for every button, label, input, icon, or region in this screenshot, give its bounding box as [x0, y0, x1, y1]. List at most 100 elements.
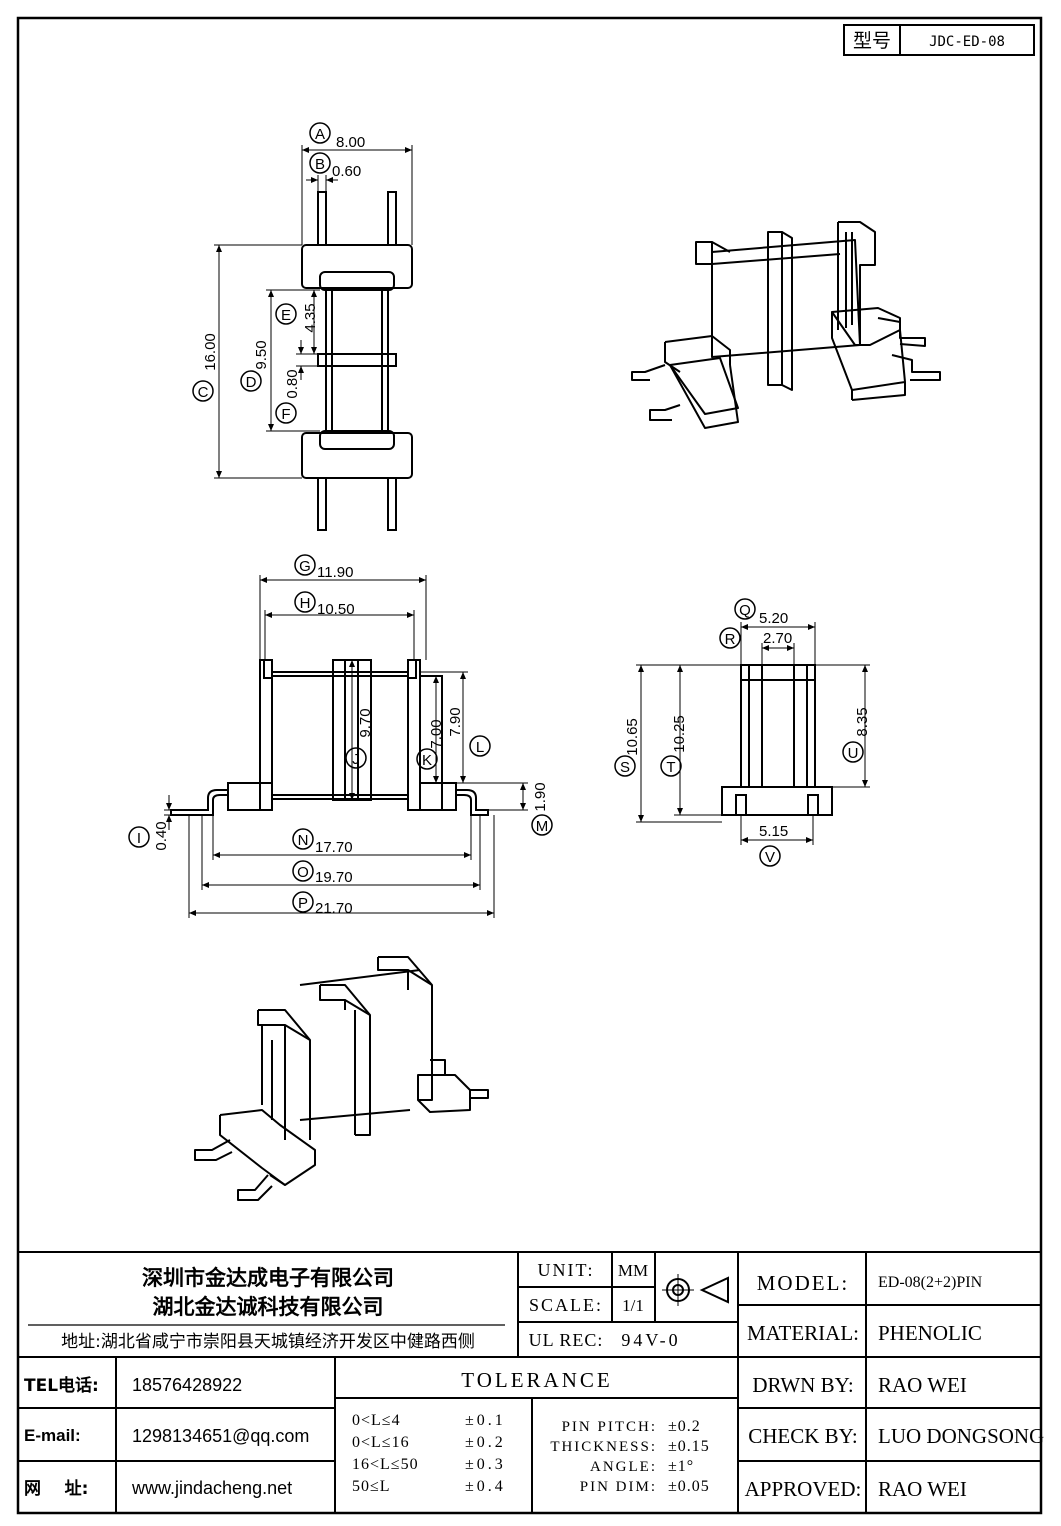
drawn-label: DRWN BY: — [752, 1373, 853, 1397]
approved-value: RAO WEI — [878, 1477, 967, 1501]
dim-n: 17.70 — [315, 839, 353, 856]
tolerance-value-3: ±0.3 — [465, 1456, 506, 1473]
material-value: PHENOLIC — [878, 1321, 982, 1345]
company-name-2: 湖北金达诚科技有限公司 — [153, 1295, 384, 1319]
svg-text:C: C — [198, 384, 209, 401]
tolerance-value-1: ±0.1 — [465, 1412, 506, 1429]
svg-text:J: J — [352, 751, 360, 768]
dim-f: 0.80 — [284, 369, 301, 398]
svg-text:K: K — [422, 752, 432, 769]
company-name-1: 深圳市金达成电子有限公司 — [142, 1266, 394, 1290]
dim-o: 19.70 — [315, 869, 353, 886]
svg-text:I: I — [137, 830, 141, 847]
pin-dim-label: PIN DIM: — [580, 1479, 657, 1495]
dim-a: 8.00 — [336, 134, 365, 151]
svg-text:M: M — [536, 818, 549, 835]
svg-text:D: D — [246, 374, 257, 391]
tolerance-value-4: ±0.4 — [465, 1478, 506, 1495]
model-label: MODEL: — [757, 1271, 850, 1295]
dim-v: 5.15 — [759, 823, 788, 840]
dim-g: 11.90 — [317, 564, 353, 581]
svg-text:S: S — [620, 759, 630, 776]
dim-j: 9.70 — [357, 708, 374, 737]
svg-text:H: H — [300, 595, 311, 612]
tolerance-range-4: 50≤L — [352, 1478, 391, 1495]
dim-i: 0.40 — [153, 821, 170, 850]
unit-value: MM — [618, 1261, 648, 1280]
model-box-label: 型号 — [853, 30, 891, 52]
dim-s: 10.65 — [624, 718, 641, 756]
svg-text:G: G — [299, 558, 311, 575]
svg-text:A: A — [315, 126, 325, 143]
model-value: ED-08(2+2)PIN — [878, 1274, 983, 1291]
isometric-view-bottom — [194, 956, 489, 1201]
angle-label: ANGLE: — [590, 1459, 657, 1475]
dim-p: 21.70 — [315, 900, 353, 917]
front-view-dimensions — [164, 575, 528, 918]
side-view-labels: Q 5.20 R 2.70 S 10.65 T 10.25 U 8.35 V 5… — [614, 598, 871, 867]
check-value: LUO DONGSONG — [878, 1424, 1044, 1448]
svg-text:E: E — [281, 307, 291, 324]
tolerance-range-3: 16<L≤50 — [352, 1456, 419, 1473]
svg-text:L: L — [476, 739, 484, 756]
svg-text:F: F — [281, 406, 290, 423]
front-view-labels: G 11.90 H 10.50 I 0.40 J 9.70 K 7.00 L 7… — [128, 554, 553, 917]
dim-b: 0.60 — [332, 163, 361, 180]
tolerance-range-1: 0<L≤4 — [352, 1412, 401, 1429]
svg-text:T: T — [666, 759, 675, 776]
dim-r: 2.70 — [763, 630, 792, 647]
approved-label: APPROVED: — [745, 1477, 862, 1501]
company-address: 地址:湖北省咸宁市崇阳县天城镇经济开发区中健路西侧 — [61, 1332, 475, 1352]
dim-q: 5.20 — [759, 610, 788, 627]
ul-label: UL REC: — [529, 1330, 604, 1350]
svg-text:Q: Q — [739, 602, 751, 619]
drawing-frame — [16, 16, 1043, 1515]
check-label: CHECK BY: — [748, 1424, 858, 1448]
angle-value: ±1° — [668, 1458, 694, 1475]
dim-u: 8.35 — [854, 707, 871, 736]
svg-text:N: N — [298, 832, 309, 849]
svg-text:U: U — [848, 745, 859, 762]
top-view-dimensions — [214, 145, 413, 479]
svg-text:P: P — [298, 895, 308, 912]
svg-text:O: O — [297, 864, 309, 881]
thickness-label: THICKNESS: — [550, 1439, 657, 1455]
tolerance-value-2: ±0.2 — [465, 1434, 506, 1451]
dim-k: 7.00 — [428, 719, 445, 748]
ul-value: 94V-0 — [621, 1330, 680, 1350]
web-label: 网 址: — [24, 1479, 88, 1499]
side-view-dimensions — [636, 622, 870, 845]
model-number-box: 型号 JDC-ED-08 — [843, 24, 1035, 56]
projection-symbol — [662, 1274, 729, 1306]
side-view — [721, 664, 833, 816]
thickness-value: ±0.15 — [668, 1438, 710, 1455]
front-view — [170, 659, 489, 816]
svg-text:V: V — [765, 849, 775, 866]
dim-m: 1.90 — [532, 782, 549, 811]
pin-pitch-label: PIN PITCH: — [562, 1419, 657, 1435]
tolerance-range-2: 0<L≤16 — [352, 1434, 410, 1451]
pin-dim-value: ±0.05 — [668, 1478, 710, 1495]
email-label: E-mail: — [24, 1426, 81, 1445]
scale-value: 1/1 — [622, 1296, 644, 1315]
dim-t: 10.25 — [671, 715, 688, 753]
material-label: MATERIAL: — [747, 1321, 859, 1345]
model-box-value: JDC-ED-08 — [929, 34, 1005, 50]
dim-e: 4.35 — [302, 303, 319, 332]
tel-label: TEL电话: — [24, 1375, 99, 1396]
svg-text:B: B — [315, 156, 325, 173]
email-value: 1298134651@qq.com — [132, 1426, 309, 1446]
web-value: www.jindacheng.net — [131, 1478, 292, 1498]
scale-label: SCALE: — [529, 1295, 603, 1315]
tel-value: 18576428922 — [132, 1375, 242, 1395]
dim-d: 9.50 — [253, 340, 270, 369]
unit-label: UNIT: — [537, 1260, 594, 1280]
isometric-view-top — [631, 221, 941, 429]
tolerance-title: TOLERANCE — [461, 1368, 612, 1392]
title-block — [18, 1251, 1041, 1513]
dim-l: 7.90 — [447, 707, 464, 736]
drawn-value: RAO WEI — [878, 1373, 967, 1397]
top-view — [301, 191, 413, 531]
pin-pitch-value: ±0.2 — [668, 1418, 701, 1435]
